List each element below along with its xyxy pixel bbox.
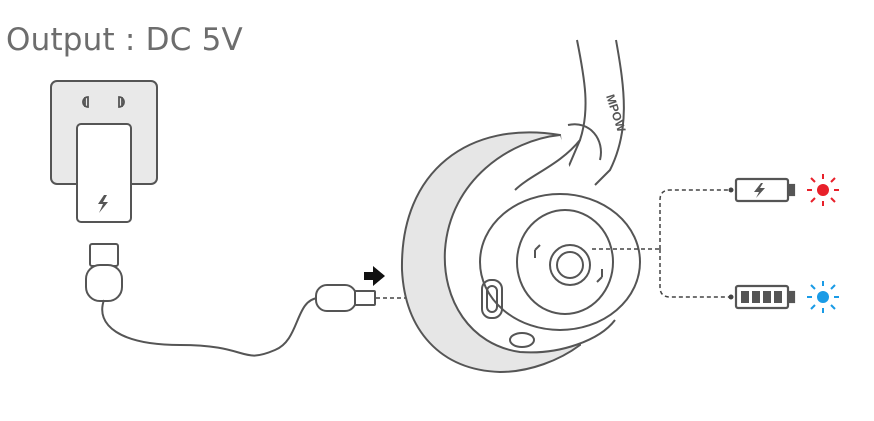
lightning-icon <box>98 195 108 213</box>
headset-icon: MPOW <box>400 39 641 374</box>
battery-charging-icon <box>734 177 796 203</box>
output-title: Output : DC 5V <box>6 22 243 58</box>
usb-cable-icon <box>85 243 376 357</box>
plug-in-arrow-icon <box>364 266 385 286</box>
blue-led-icon <box>807 281 839 313</box>
battery-full-icon <box>734 284 796 310</box>
red-led-icon <box>807 174 839 206</box>
charger-adapter-icon <box>76 123 132 223</box>
brand-logo: MPOW <box>603 93 628 135</box>
